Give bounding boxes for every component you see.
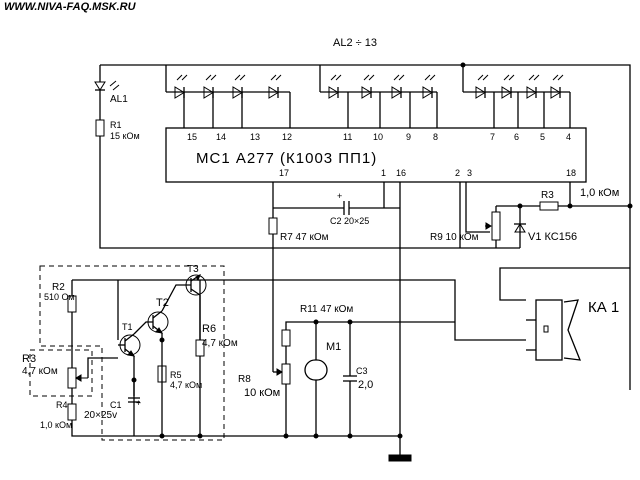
r2-value: 510 Ом xyxy=(44,292,75,302)
v1-label: V1 КС156 xyxy=(528,231,577,243)
pin-1: 1 xyxy=(381,168,386,178)
r7-label: R7 47 кОм xyxy=(280,232,329,243)
m1-label: M1 xyxy=(326,341,341,353)
led-chain-right xyxy=(463,74,571,128)
c1-name: C1 xyxy=(110,400,122,410)
pin-2: 2 xyxy=(455,168,460,178)
led-group-label: AL2 ÷ 13 xyxy=(333,37,377,49)
led-chain-middle xyxy=(320,74,438,128)
site-url: WWW.NIVA-FAQ.MSK.RU xyxy=(4,1,137,13)
t1-label: T1 xyxy=(122,322,133,332)
ka1-label: КА 1 xyxy=(588,299,619,316)
r1-name: R1 xyxy=(110,120,122,130)
chip-mc1: МС1 А277 (К1003 ПП1) 15 14 13 12 11 10 9… xyxy=(165,127,587,183)
pin-9: 9 xyxy=(406,132,411,142)
r2-name: R2 xyxy=(52,282,65,293)
r9-v1-area: R9 10 кОм V1 КС156 R3 1,0 кОм xyxy=(430,182,633,248)
pin-16: 16 xyxy=(396,168,406,178)
pin-12: 12 xyxy=(282,132,292,142)
r9-label: R9 10 кОм xyxy=(430,232,479,243)
r4-name: R4 xyxy=(56,400,68,410)
pin-10: 10 xyxy=(373,132,383,142)
pin-7: 7 xyxy=(490,132,495,142)
pin-5: 5 xyxy=(540,132,545,142)
t3-label: T3 xyxy=(187,264,199,275)
led-chain-left xyxy=(166,74,291,128)
pin-13: 13 xyxy=(250,132,260,142)
c2-plus: + xyxy=(337,191,342,201)
r3-name: R3 xyxy=(22,353,36,365)
t2-label: T2 xyxy=(156,297,169,309)
motor-section: R11 47 кОм M1 C3 2,0 R8 10 кОм xyxy=(159,304,455,462)
r5-name: R5 xyxy=(170,370,182,380)
r4-value: 1,0 кОм xyxy=(40,420,72,430)
chip-lower-connections: + C2 20×25 R7 47 кОм xyxy=(268,182,490,455)
r8-value: 10 кОм xyxy=(244,387,280,399)
pin-11: 11 xyxy=(343,132,352,142)
pin-4: 4 xyxy=(566,132,571,142)
c1-value: 20×25v xyxy=(84,410,117,421)
pin-8: 8 xyxy=(433,132,438,142)
r5-value: 4,7 кОм xyxy=(170,380,202,390)
r6-name: R6 xyxy=(202,323,216,335)
pin-3: 3 xyxy=(467,168,472,178)
al1-r1-branch: AL1 R1 15 кОм xyxy=(94,65,520,249)
pin-6: 6 xyxy=(514,132,519,142)
c3-name: C3 xyxy=(356,366,368,376)
r-top-name: R3 xyxy=(541,190,554,201)
c1-plus: + xyxy=(136,398,141,408)
dashed-boxes xyxy=(29,265,225,441)
r8-name: R8 xyxy=(238,374,251,385)
r3-value: 4,7 кОм xyxy=(22,366,58,377)
r1-value: 15 кОм xyxy=(110,131,140,141)
chip-label: МС1 А277 (К1003 ПП1) xyxy=(196,150,377,167)
top-supply-rail xyxy=(100,62,631,390)
r-top-value: 1,0 кОм xyxy=(580,187,619,199)
transistor-section: + R2 510 Ом R3 4,7 кОм R4 1,0 кОм C1 20×… xyxy=(22,264,456,437)
al1-label: AL1 xyxy=(110,94,128,105)
r6-value: 4,7 кОм xyxy=(202,338,238,349)
relay-ka1: КА 1 xyxy=(454,267,630,361)
r11-label: R11 47 кОм xyxy=(300,304,353,315)
pin-14: 14 xyxy=(216,132,226,142)
pin-18: 18 xyxy=(566,168,576,178)
pin-15: 15 xyxy=(187,132,197,142)
pin-17: 17 xyxy=(279,168,289,178)
c3-value: 2,0 xyxy=(358,379,373,391)
c2-label: C2 20×25 xyxy=(330,216,369,226)
